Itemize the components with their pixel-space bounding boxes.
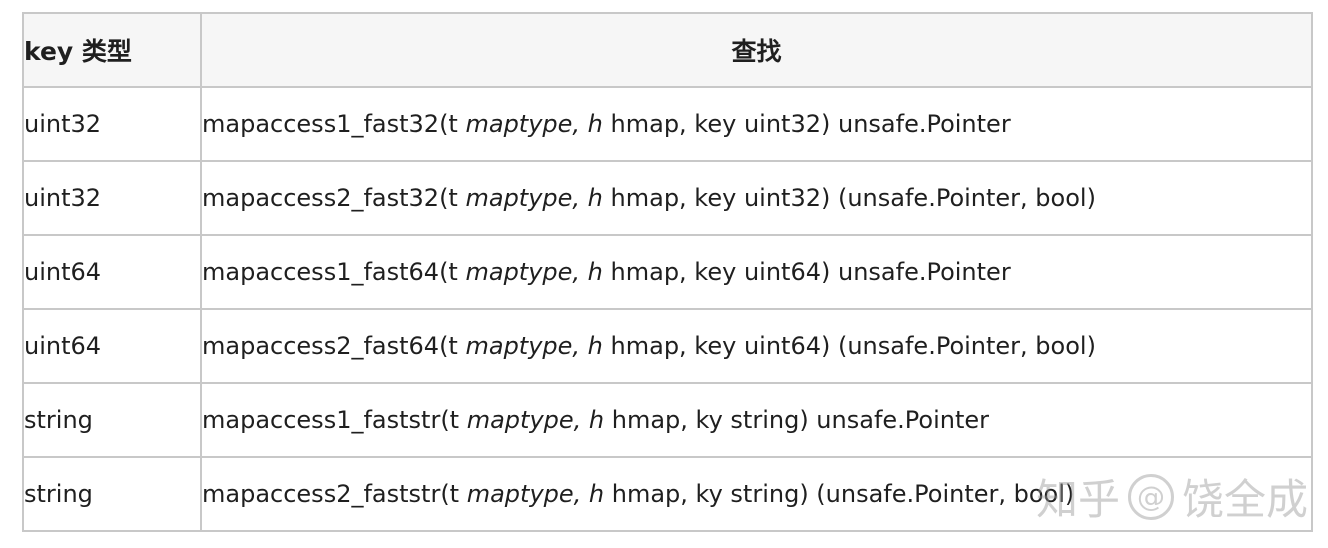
table-row: uint64 mapaccess2_fast64(t maptype, h hm… bbox=[22, 308, 1313, 384]
key-type-cell: uint32 bbox=[22, 86, 202, 162]
signature-italic-text: maptype, h bbox=[465, 184, 603, 212]
signature-text: mapaccess2_faststr(t bbox=[202, 480, 467, 508]
lookup-signature-cell: mapaccess1_fast32(t maptype, h hmap, key… bbox=[200, 86, 1313, 162]
key-type-cell: uint32 bbox=[22, 160, 202, 236]
signature-text: hmap, key uint32) unsafe.Pointer bbox=[602, 110, 1011, 138]
signature-italic-text: maptype, h bbox=[466, 480, 605, 508]
lookup-signature-cell: mapaccess2_fast32(t maptype, h hmap, key… bbox=[200, 160, 1313, 236]
signature-italic-text: maptype, h bbox=[465, 258, 603, 286]
signature-text: hmap, key uint32) (unsafe.Pointer, bool) bbox=[602, 184, 1096, 212]
table-row: uint64 mapaccess1_fast64(t maptype, h hm… bbox=[22, 234, 1313, 310]
signature-text: hmap, key uint64) unsafe.Pointer bbox=[602, 258, 1011, 286]
signature-text: hmap, ky string) (unsafe.Pointer, bool) bbox=[604, 480, 1075, 508]
signature-italic-text: maptype, h bbox=[465, 332, 603, 360]
key-type-cell: string bbox=[22, 456, 202, 532]
signature-text: mapaccess1_fast64(t bbox=[202, 258, 466, 286]
signature-text: mapaccess1_faststr(t bbox=[202, 406, 467, 434]
lookup-signature-cell: mapaccess1_faststr(t maptype, h hmap, ky… bbox=[200, 382, 1313, 458]
table-row: string mapaccess2_faststr(t maptype, h h… bbox=[22, 456, 1313, 532]
table-row: uint32 mapaccess1_fast32(t maptype, h hm… bbox=[22, 86, 1313, 162]
key-type-cell: string bbox=[22, 382, 202, 458]
column-header-lookup: 查找 bbox=[200, 12, 1313, 88]
signature-text: mapaccess2_fast32(t bbox=[202, 184, 466, 212]
lookup-signature-cell: mapaccess2_fast64(t maptype, h hmap, key… bbox=[200, 308, 1313, 384]
table-row: uint32 mapaccess2_fast32(t maptype, h hm… bbox=[22, 160, 1313, 236]
lookup-signature-cell: mapaccess1_fast64(t maptype, h hmap, key… bbox=[200, 234, 1313, 310]
mapaccess-functions-table: key 类型 查找 uint32 mapaccess1_fast32(t map… bbox=[22, 12, 1313, 532]
header-row: key 类型 查找 bbox=[22, 12, 1313, 88]
signature-text: hmap, ky string) unsafe.Pointer bbox=[604, 406, 990, 434]
signature-italic-text: maptype, h bbox=[465, 110, 603, 138]
signature-text: hmap, key uint64) (unsafe.Pointer, bool) bbox=[602, 332, 1096, 360]
signature-italic-text: maptype, h bbox=[466, 406, 605, 434]
signature-text: mapaccess1_fast32(t bbox=[202, 110, 466, 138]
lookup-signature-cell: mapaccess2_faststr(t maptype, h hmap, ky… bbox=[200, 456, 1313, 532]
key-type-cell: uint64 bbox=[22, 234, 202, 310]
signature-text: mapaccess2_fast64(t bbox=[202, 332, 466, 360]
key-type-cell: uint64 bbox=[22, 308, 202, 384]
column-header-key-type: key 类型 bbox=[22, 12, 202, 88]
table-row: string mapaccess1_faststr(t maptype, h h… bbox=[22, 382, 1313, 458]
